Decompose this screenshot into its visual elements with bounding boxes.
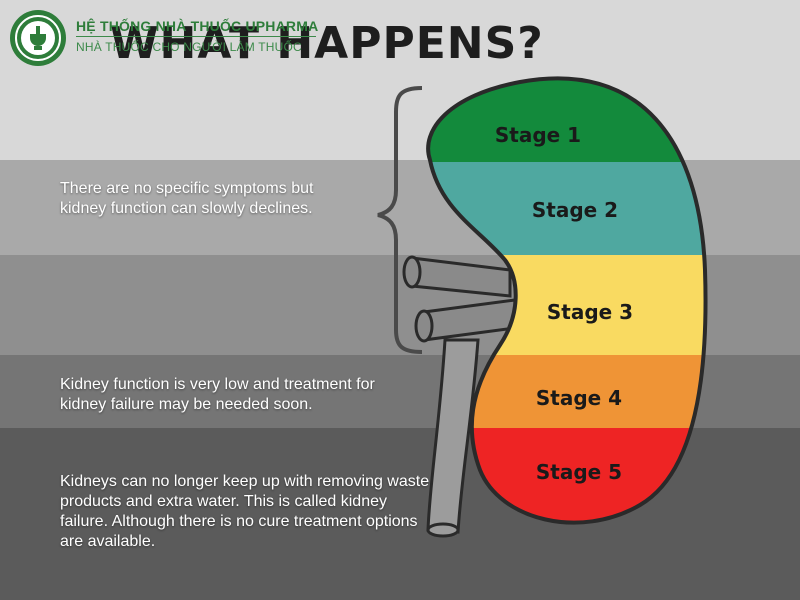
pharmacy-logo-icon — [10, 10, 66, 66]
stage-5-label: Stage 5 — [536, 460, 622, 484]
description-early-stages: There are no specific symptoms but kidne… — [60, 180, 314, 217]
stage-2-label: Stage 2 — [532, 198, 618, 222]
renal-vessels — [402, 255, 517, 343]
brand-name: HỆ THỐNG NHÀ THUỐC UPHARMA — [76, 18, 319, 34]
kidney-outline — [426, 76, 708, 525]
description-stage-4: Kidney function is very low and treatmen… — [60, 376, 375, 413]
stage-1-label: Stage 1 — [495, 123, 581, 147]
description-stage-5: Kidneys can no longer keep up with remov… — [60, 473, 430, 550]
stage-4-label: Stage 4 — [536, 386, 622, 410]
page-title: WHAT HAPPENS? — [110, 18, 544, 69]
brand-divider — [76, 36, 316, 37]
stage-3-label: Stage 3 — [547, 300, 633, 324]
brand-tagline: NHÀ THUỐC CHO NGƯỜI LÀM THUỐC — [76, 40, 302, 54]
ureter — [426, 338, 480, 538]
curly-brace-icon — [377, 86, 423, 354]
